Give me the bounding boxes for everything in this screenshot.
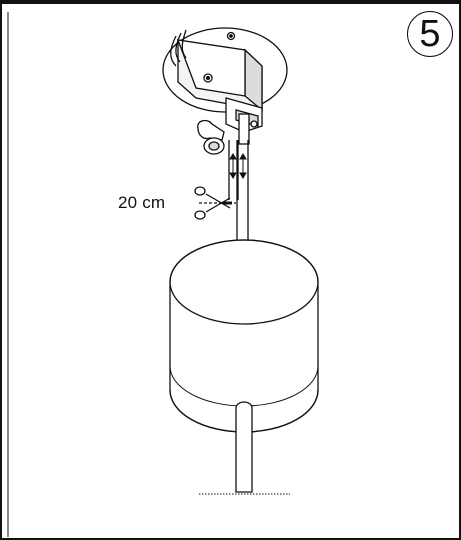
step-number-badge: 5 [407,11,453,57]
lamp-cable [199,401,290,495]
ceiling-canopy [162,27,288,113]
cord-adjuster [197,97,263,155]
cut-length-label: 20 cm [118,193,166,212]
suspension-cables [228,140,249,240]
adjust-arrows-icon [229,153,247,179]
scissors-icon [194,186,236,220]
